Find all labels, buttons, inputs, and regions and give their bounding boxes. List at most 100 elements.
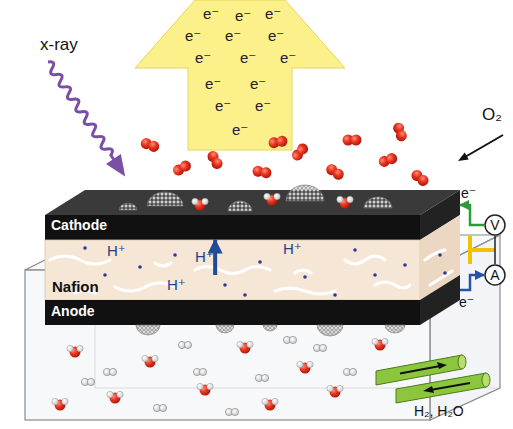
oxygen-molecule: [171, 158, 193, 177]
anode-layer: Anode: [45, 275, 460, 325]
node-shape-part: [353, 248, 357, 252]
node-shape-part: [420, 275, 460, 325]
gas-label: O₂: [482, 106, 502, 125]
ammeter-circle: A: [484, 264, 506, 286]
water-molecule: [297, 361, 313, 373]
gas-pipe-end: [482, 373, 490, 387]
gas-pipe-end: [458, 355, 466, 369]
gas-flow-arrow: [465, 135, 503, 157]
layer-label: Anode: [51, 304, 95, 319]
oxygen-molecule: [205, 149, 224, 171]
water-molecule: [327, 385, 343, 397]
hydrogen-molecule: [255, 374, 268, 381]
node-shape-part: [45, 215, 420, 240]
electron-label: e⁻: [268, 28, 284, 45]
catalyst-particle: [136, 325, 160, 335]
hydrogen-molecule: [193, 368, 206, 375]
node-shape-part: [438, 253, 442, 257]
node-shape: [45, 275, 460, 325]
electron-label: e⁻: [265, 6, 281, 23]
water-molecule: [237, 341, 253, 353]
node-shape-part: [223, 283, 227, 287]
electron-label: e⁻: [195, 50, 211, 67]
gas-pipe: [376, 355, 462, 385]
electron-label: e⁻: [185, 28, 201, 45]
layer-label: Cathode: [51, 218, 107, 233]
hydrogen-molecule: [103, 368, 116, 375]
node-shape-part: [138, 265, 142, 269]
water-molecule: [52, 398, 68, 410]
node-shape-part: [485, 265, 505, 285]
water-molecule: [107, 391, 123, 403]
edge-label: e⁻: [461, 186, 476, 201]
xray-wave: [41, 57, 133, 181]
water-molecule: [372, 338, 388, 350]
oxygen-molecule: [252, 165, 273, 179]
hydrogen-molecule: [153, 404, 166, 411]
oxygen-molecule: [290, 141, 311, 163]
oxygen-molecule: [324, 162, 346, 182]
proton-label: H⁺: [107, 243, 126, 260]
node-shape-part: [173, 253, 177, 257]
xray-arrowhead: [106, 154, 133, 181]
electron-emission-arrow: e⁻e⁻e⁻e⁻e⁻e⁻e⁻e⁻e⁻e⁻e⁻e⁻e⁻e⁻: [135, 0, 345, 150]
node-shape-part: [103, 273, 107, 277]
water-molecule: [67, 345, 83, 357]
layer-label: Nafion: [52, 279, 99, 296]
proton-label: H⁺: [195, 249, 214, 266]
meter-wire: [494, 236, 496, 264]
flow-arrowhead: [423, 386, 434, 393]
node-shape-part: [45, 190, 460, 215]
node-shape-part: [443, 271, 447, 275]
oxygen-molecule: [139, 137, 161, 154]
catalyst-particle: [119, 203, 137, 210]
meter-label: V: [484, 214, 506, 236]
hydrogen-molecule: [225, 408, 238, 415]
water-molecule: [262, 398, 278, 410]
flow-arrowhead: [437, 362, 447, 369]
electron-label: e⁻: [240, 50, 256, 67]
water-molecule: [142, 355, 158, 367]
electron-label: e⁻: [232, 122, 248, 139]
node-shape: [45, 190, 460, 240]
pipe-label: H₂, H₂O: [414, 404, 464, 419]
node-shape-part: [45, 300, 420, 325]
proton-flow-arrow: [213, 240, 217, 275]
electron-label: e⁻: [250, 76, 266, 93]
catalyst-particle: [263, 325, 277, 331]
water-molecule: [264, 193, 280, 205]
xray-wave-line: [45, 60, 119, 164]
junction-bar: [470, 248, 495, 252]
node-shape-part: [45, 240, 420, 300]
node-shape-part: [303, 275, 307, 279]
catalyst-particle: [317, 325, 343, 336]
nafion-membrane: NafionH⁺H⁺H⁺H⁺: [45, 215, 460, 300]
node-shape-part: [258, 260, 262, 264]
water-molecule: [192, 198, 208, 210]
electron-label: e⁻: [205, 76, 221, 93]
electron-label: e⁻: [255, 98, 271, 115]
edge-label: e⁻: [459, 295, 474, 310]
water-molecule: [197, 383, 213, 395]
circuit-wire: [460, 275, 484, 290]
oxygen-molecule: [268, 135, 289, 149]
gas-flow-arrowhead: [458, 153, 469, 162]
node-shape-part: [243, 293, 247, 297]
hydrogen-molecule: [313, 344, 326, 351]
catalyst-particle: [385, 325, 405, 333]
electron-label: e⁻: [203, 6, 219, 23]
catalyst-particle: [147, 192, 183, 206]
electron-label: e⁻: [280, 50, 296, 67]
flow-arrow: [430, 383, 470, 390]
circuit-wire: [460, 205, 484, 225]
cathode-layer: Cathode: [45, 190, 460, 240]
hydrogen-molecule: [343, 368, 356, 375]
node-shape-part: [333, 293, 337, 297]
xray-label: x-ray: [40, 36, 78, 55]
node-shape-part: [135, 0, 345, 150]
catalyst-particle: [216, 325, 234, 333]
